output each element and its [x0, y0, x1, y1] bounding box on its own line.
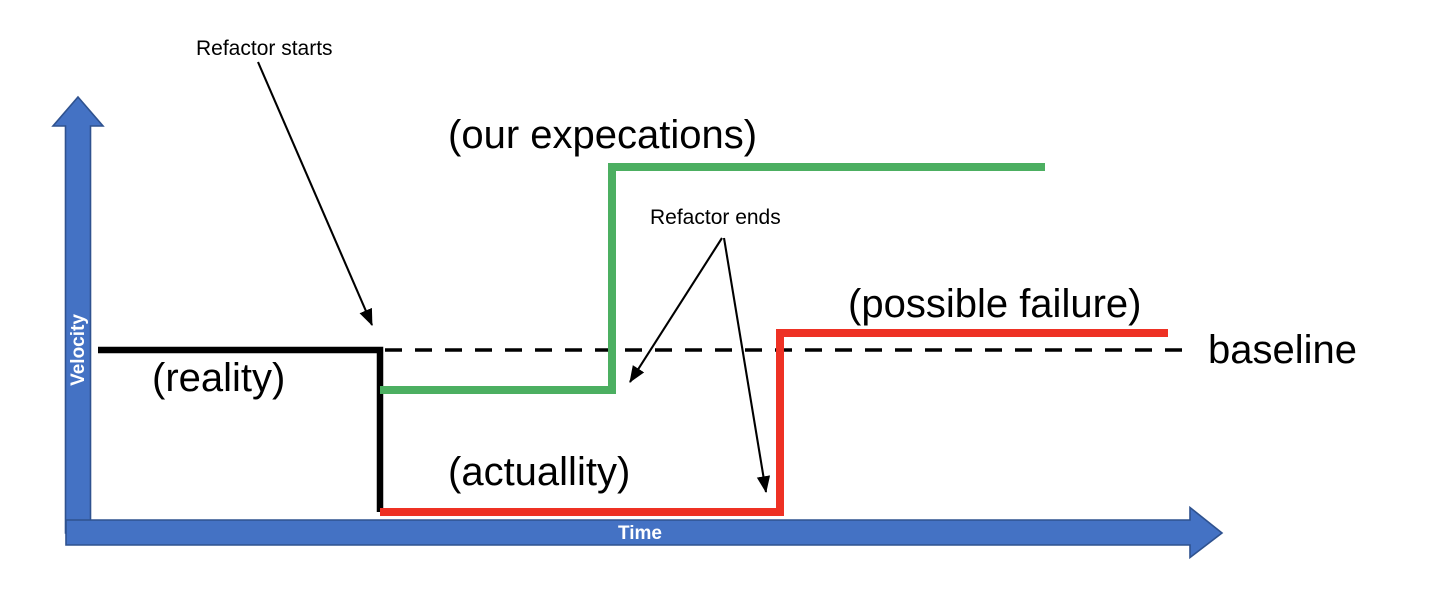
series-line-actuallity — [380, 329, 1168, 516]
refactor-ends-arrow-red — [722, 237, 771, 494]
y-axis-label: Velocity — [68, 314, 89, 386]
series-line-reality — [98, 346, 384, 512]
refactor-ends-arrow-green — [629, 237, 723, 383]
series-label-possible-failure: (possible failure) — [848, 282, 1142, 326]
series-line-our-expecations — [380, 163, 1045, 394]
x-axis-label: Time — [618, 523, 662, 544]
series-label-our-expecations: (our expecations) — [448, 113, 758, 157]
annotation-arrows — [257, 61, 771, 494]
x-axis-arrow: Time — [65, 505, 1224, 560]
baseline-label: baseline — [1208, 328, 1358, 372]
series-label-actuallity: (actuallity) — [448, 450, 631, 494]
annotation-refactor-ends: Refactor ends — [650, 206, 781, 229]
refactor-starts-arrow — [257, 61, 373, 326]
annotation-refactor-starts: Refactor starts — [196, 37, 333, 60]
series-label-reality: (reality) — [152, 356, 286, 400]
y-axis-arrow: Velocity — [51, 95, 105, 534]
